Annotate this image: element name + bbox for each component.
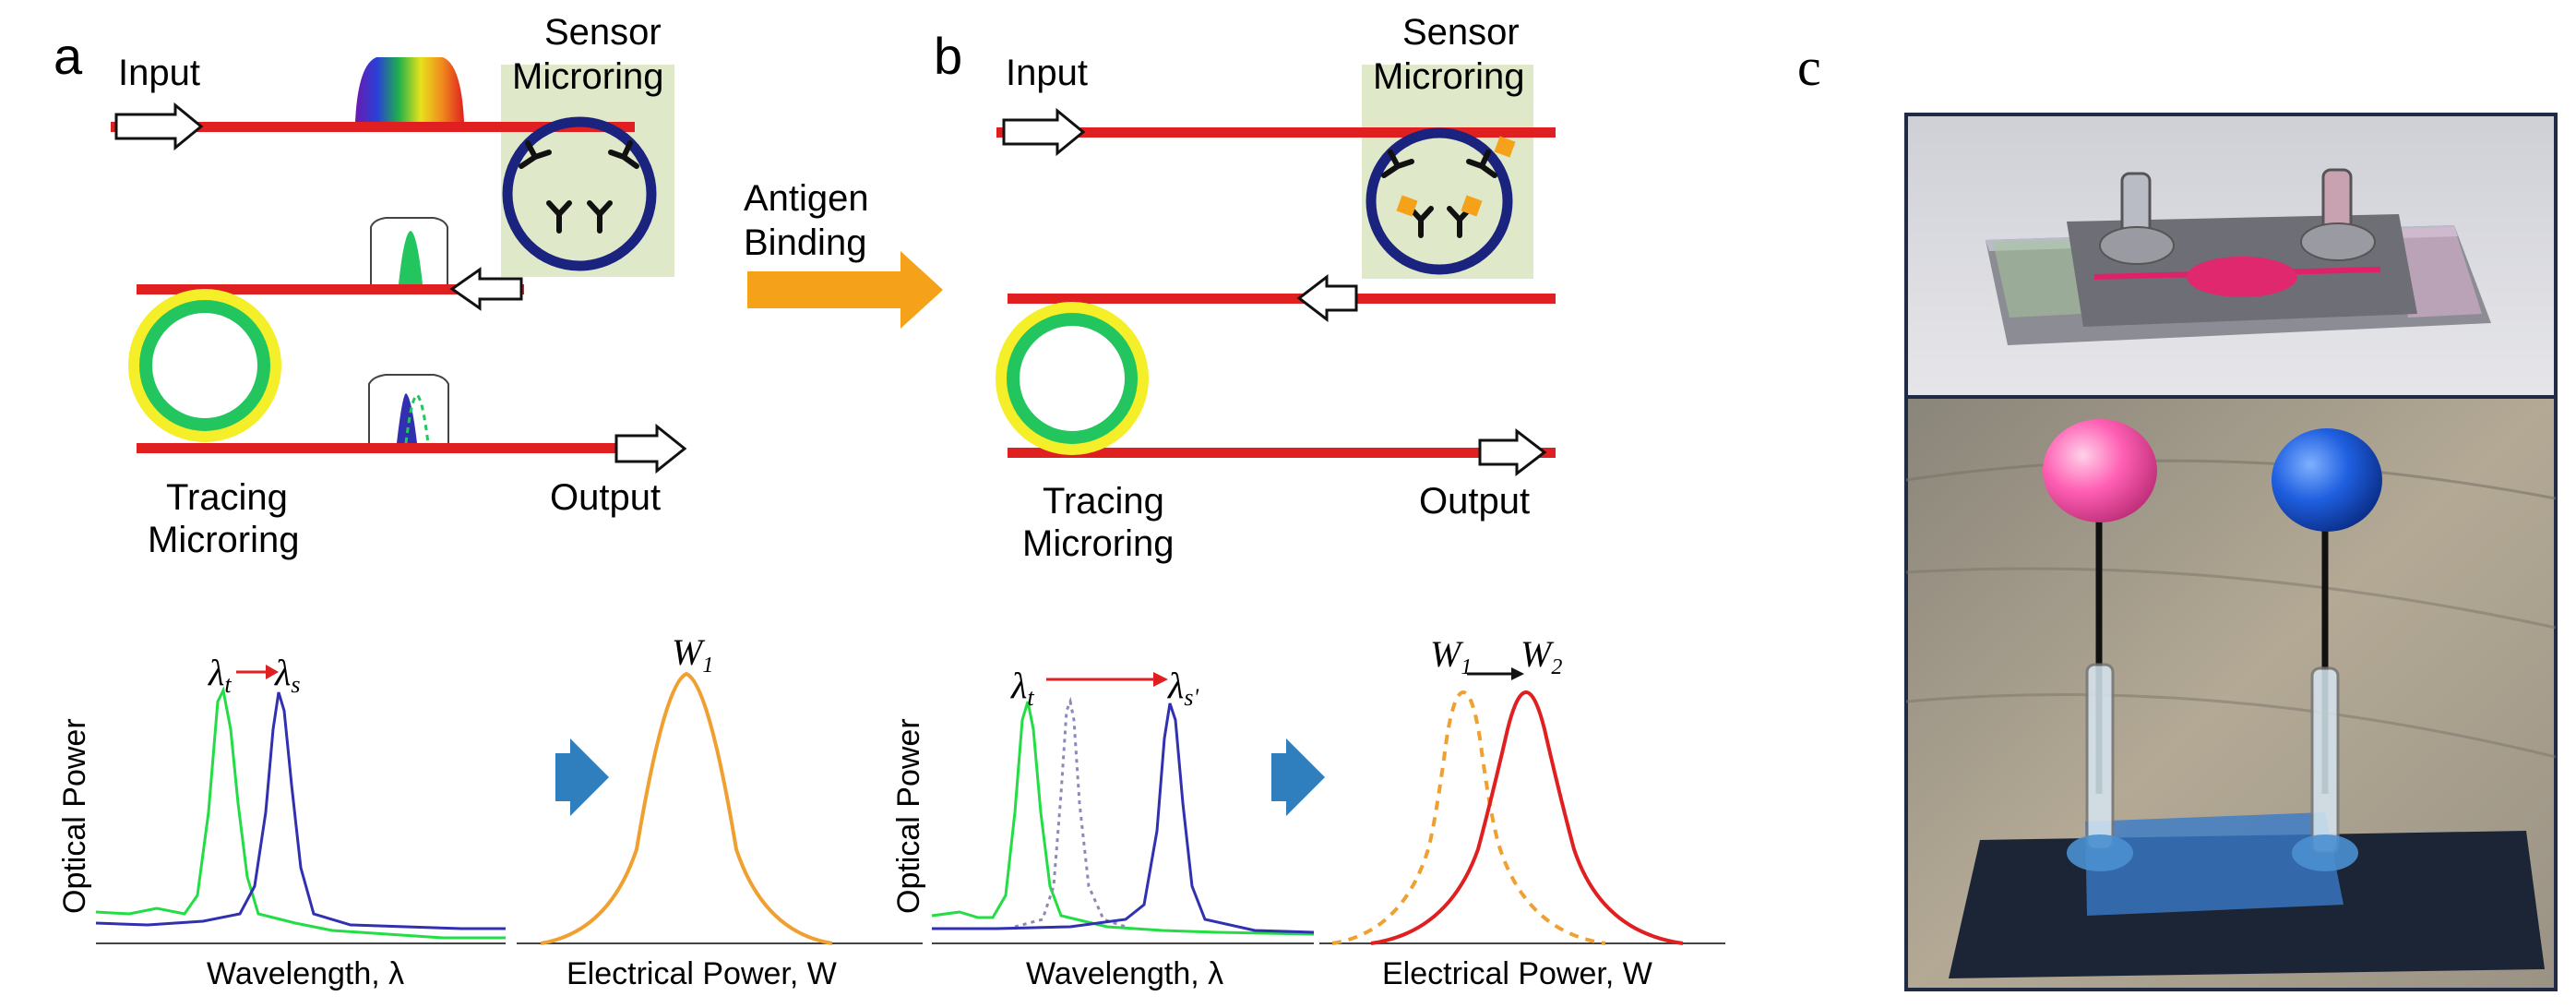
panel-a-tracing-label-1: Tracing <box>166 477 288 518</box>
panel-b-drop-arrow <box>1296 273 1358 323</box>
panel-b-tracing-label-2: Microring <box>1022 523 1174 564</box>
panel-b-tracing-ring-inner <box>1007 313 1138 444</box>
plot-a-optical-green-curve <box>95 686 506 940</box>
panel-c-chip-photo-top <box>1904 113 2558 399</box>
panel-c-chip-photo-bottom <box>1904 395 2558 991</box>
panel-a-tracing-label-2: Microring <box>148 520 299 560</box>
panel-b-diagram: b Input Sensor Microring Tracing Microri… <box>934 12 1556 564</box>
plot-b-optical-blue-curve <box>932 702 1315 934</box>
panel-a-antibody-icons <box>519 140 639 234</box>
plot-a-optical-peak-s: λs <box>274 652 300 698</box>
panel-c-letter: c <box>1797 37 1821 97</box>
panel-a-letter: a <box>54 27 83 85</box>
panel-b-waveguide-bottom <box>1008 448 1556 458</box>
panel-a-waveguide-middle <box>137 284 524 294</box>
panel-a-waveguide-bottom <box>137 443 662 453</box>
plot-b-electrical-shift-arrowhead <box>1511 667 1524 680</box>
panel-b-letter: b <box>934 27 962 85</box>
plot-b-electrical-peak-w1: W1 <box>1430 633 1472 679</box>
plot-b-optical-ylabel: Optical Power <box>891 718 926 914</box>
plot-b-electrical-peak-w2: W2 <box>1521 633 1562 679</box>
plot-b-optical-shift-arrowhead <box>1153 672 1168 687</box>
panel-c: c <box>1797 37 2558 991</box>
panel-a-diagram: a Input Sensor Microring <box>54 12 687 560</box>
plot-b-optical-peak-s: λs' <box>1167 665 1199 711</box>
panel-a-input-arrow <box>114 102 204 151</box>
plot-a-optical-shift-arrowhead <box>266 665 279 679</box>
panel-b-antibody-icons <box>1381 150 1497 238</box>
panel-b-output-arrow <box>1478 427 1547 477</box>
plot-b-optical-green-curve <box>931 701 1315 936</box>
panel-b-waveguide-middle <box>1008 294 1556 304</box>
antigen-binding-transition: Antigen Binding <box>744 178 943 329</box>
plot-a-optical-peak-t: λt <box>208 652 232 698</box>
plot-a-electrical-xlabel: Electrical Power, W <box>566 956 837 991</box>
panel-a-sensor-label-2: Microring <box>512 56 663 97</box>
plot-b-electrical-xlabel: Electrical Power, W <box>1382 956 1652 991</box>
plot-b-electrical: Electrical Power, W W1 W2 <box>1319 633 1725 991</box>
panel-b-sensor-label-1: Sensor <box>1402 12 1520 53</box>
panel-a-tracing-ring-inner <box>139 300 270 431</box>
panel-b-antigen-icons <box>1396 136 1516 217</box>
panel-a-tracing-ring-outer <box>128 289 281 442</box>
panel-a-output-label: Output <box>550 477 661 518</box>
panel-a-input-label: Input <box>118 53 200 93</box>
antigen-binding-label-2: Binding <box>744 222 866 263</box>
panel-a-output-arrow <box>614 423 687 474</box>
plot-b-optical-dotted-curve <box>1014 696 1127 929</box>
panel-a-filter-spectrum-mid <box>370 217 448 284</box>
panel-b-tracing-ring-outer <box>996 302 1149 455</box>
plot-b-electrical-w1-curve <box>1331 690 1606 945</box>
panel-b-sensor-ring <box>1366 127 1513 275</box>
panel-b-output-label: Output <box>1419 481 1530 522</box>
panel-a-filter-spectrum-bottom <box>368 374 449 444</box>
plot-b-optical-xlabel: Wavelength, λ <box>1026 956 1223 991</box>
plot-b-optical-peak-t: λt <box>1010 665 1034 711</box>
panel-b-input-label: Input <box>1006 53 1088 93</box>
panel-a-waveguide-top <box>111 122 635 132</box>
panel-a-drop-arrow <box>449 267 523 311</box>
panel-b-sensor-label-2: Microring <box>1373 56 1524 97</box>
plot-a-step-arrow-icon <box>555 738 609 816</box>
plot-a-electrical-peak-w1: W1 <box>672 631 713 678</box>
panel-b-waveguide-top <box>996 127 1556 138</box>
plot-a-electrical-curve <box>540 671 833 945</box>
panel-b-input-arrow <box>1002 107 1086 157</box>
plot-a-electrical: Electrical Power, W W1 <box>517 631 923 991</box>
plot-b-optical: Optical Power Wavelength, λ λt λs' <box>891 665 1315 991</box>
panel-a-sensor-ring <box>502 116 657 271</box>
panel-a-sensor-label-1: Sensor <box>544 12 662 53</box>
plot-b-electrical-w2-curve <box>1370 690 1684 945</box>
panel-b-tracing-label-1: Tracing <box>1043 481 1164 522</box>
plot-a-optical-ylabel: Optical Power <box>57 718 92 914</box>
plot-b-step-arrow-icon <box>1271 738 1325 816</box>
antigen-binding-label-1: Antigen <box>744 178 869 219</box>
plot-a-optical-blue-curve <box>95 691 506 930</box>
plot-a-optical: Optical Power Wavelength, λ λt λs <box>57 652 506 991</box>
antigen-binding-arrow-icon <box>747 251 943 329</box>
panel-a-rainbow-pulse-icon <box>355 57 464 122</box>
plot-a-optical-xlabel: Wavelength, λ <box>207 956 404 991</box>
